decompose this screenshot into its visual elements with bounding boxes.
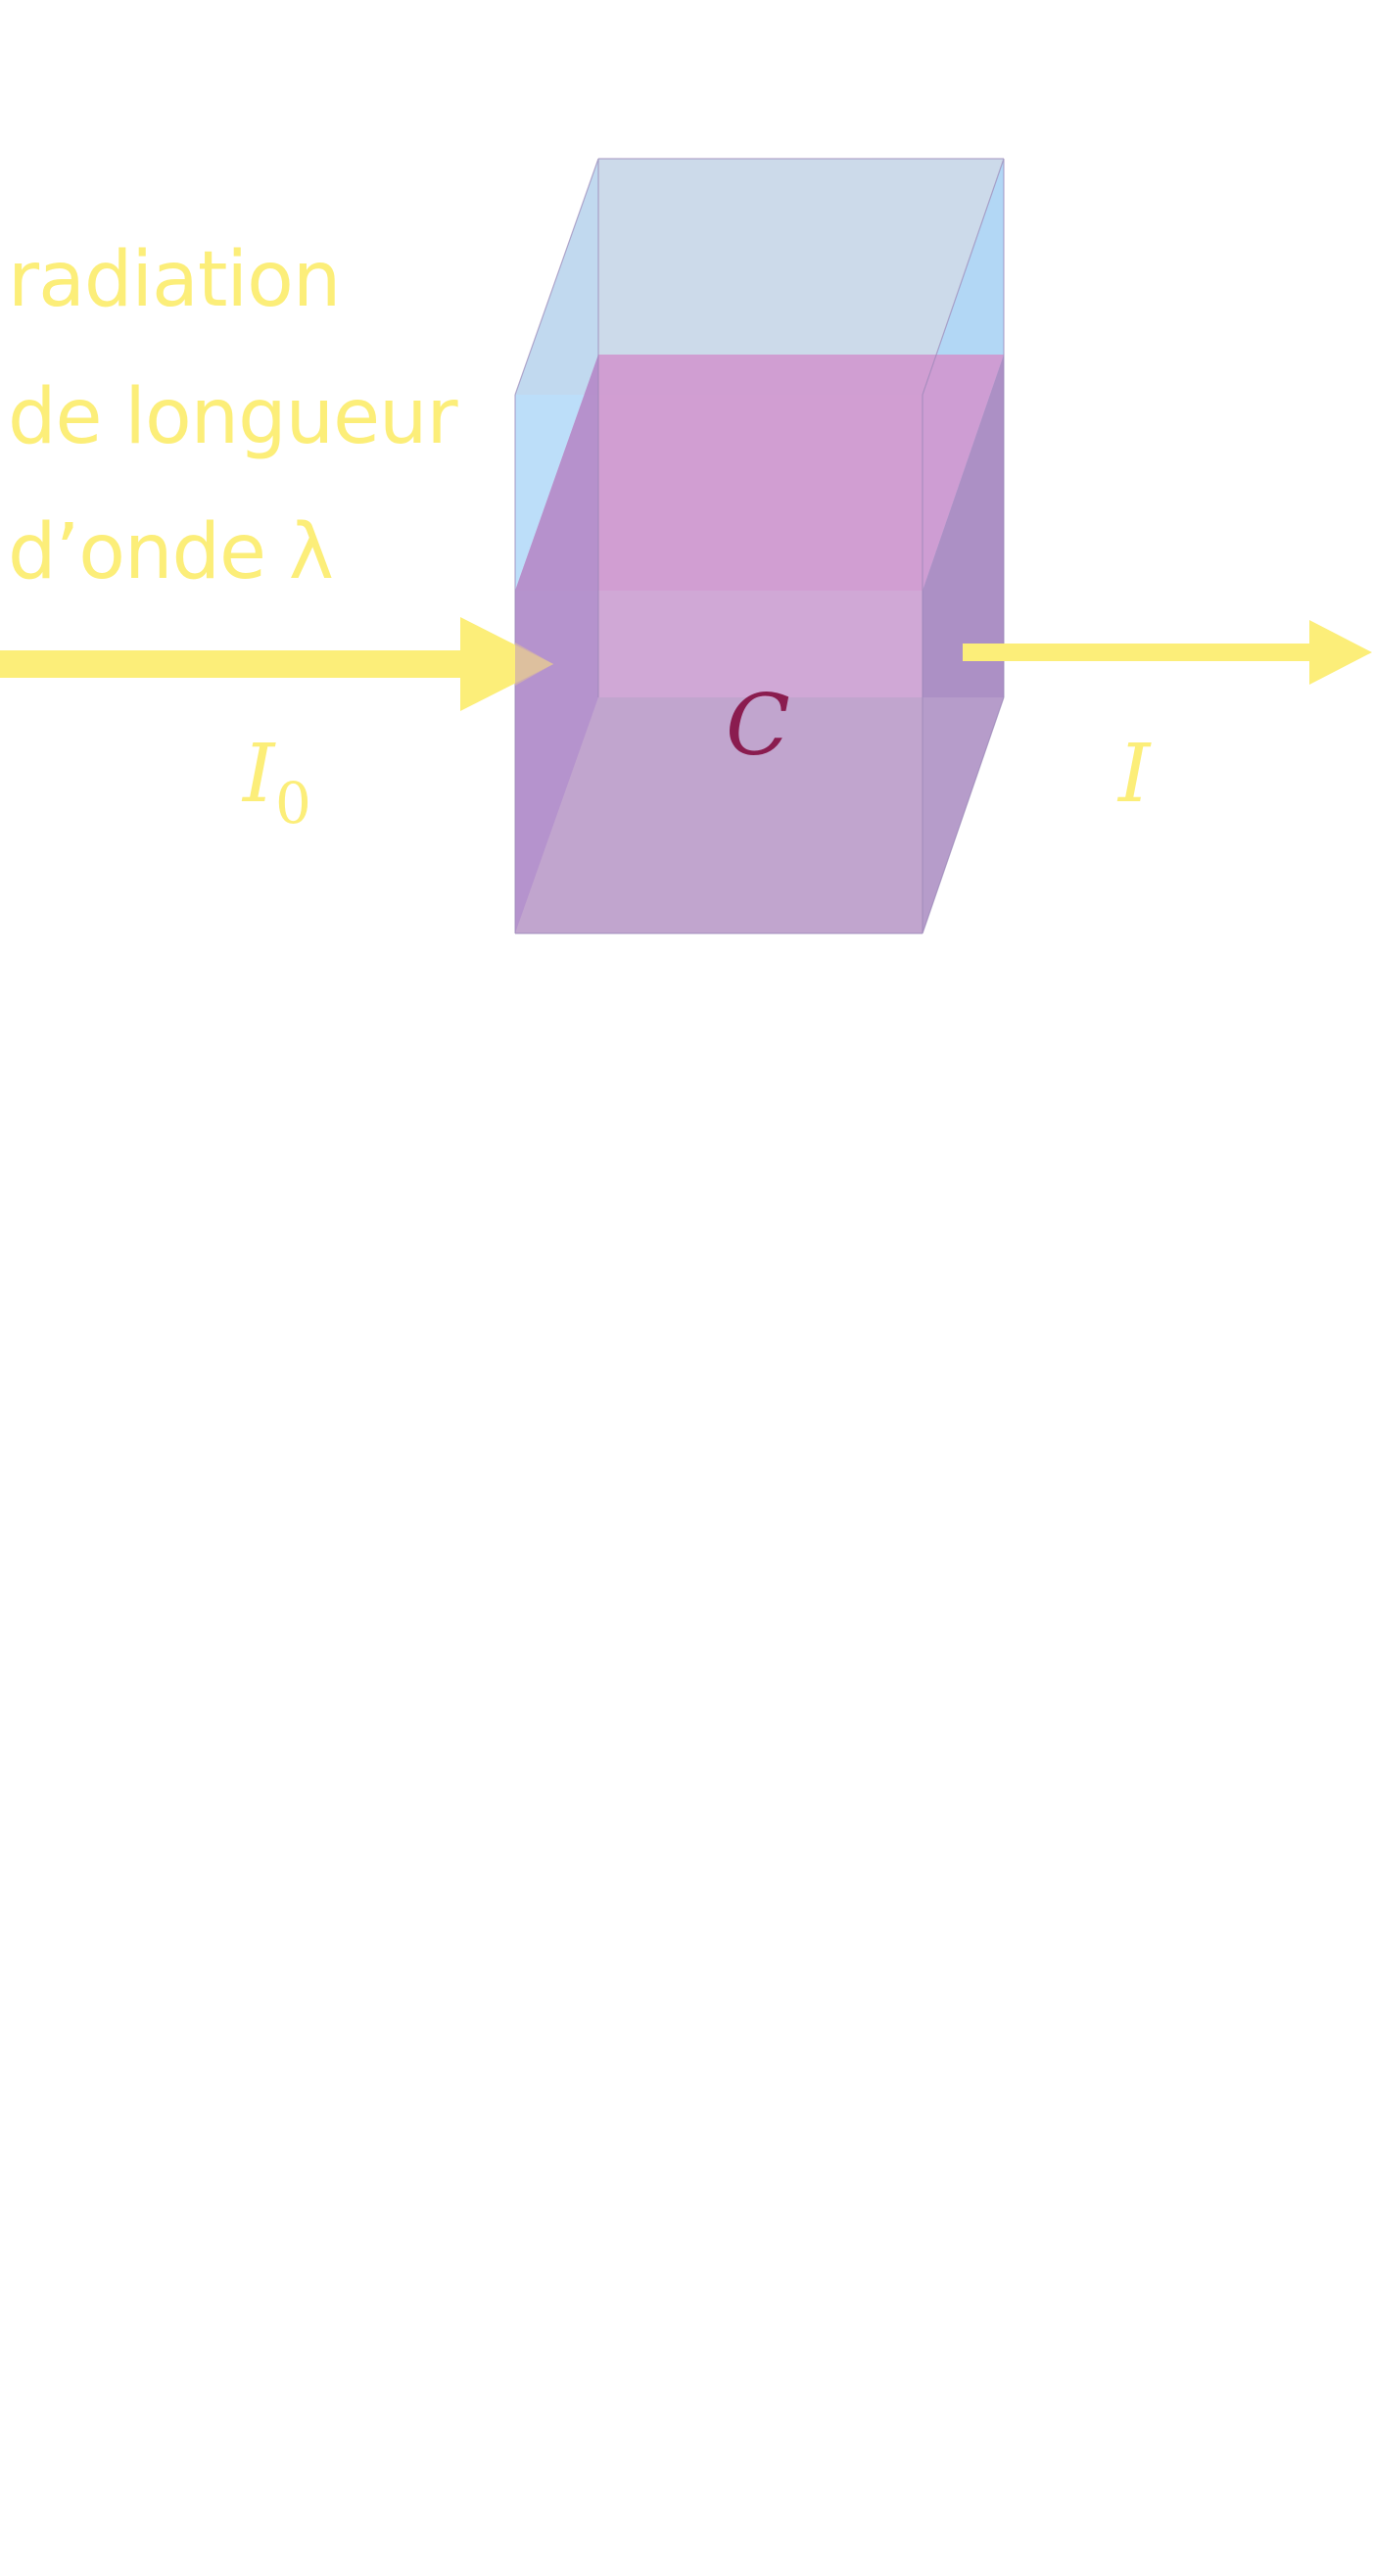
transmitted-intensity-label: I: [1116, 728, 1152, 821]
solution-back-face: [598, 355, 1004, 697]
incident-beam-head: [460, 617, 553, 711]
radiation-description: radiation de longueur d’onde λ: [8, 236, 459, 596]
incident-beam-arrow: [0, 617, 553, 711]
radiation-line-3: d’onde λ: [8, 508, 333, 596]
incident-intensity-subscript: 0: [275, 770, 311, 836]
transmitted-beam-arrow: [963, 620, 1372, 685]
cuvette-top-rim: [515, 159, 1004, 395]
concentration-label: C: [726, 677, 790, 775]
transmitted-beam-shaft: [963, 644, 1315, 661]
incident-intensity-label: I 0: [241, 728, 311, 836]
incident-beam-shaft: [0, 650, 465, 678]
solution-left-face: [515, 355, 598, 933]
cuvette: [514, 158, 1005, 934]
radiation-line-1: radiation: [8, 236, 340, 324]
transmitted-beam-head: [1309, 620, 1372, 685]
incident-beam-tip-overlap: [515, 643, 553, 686]
incident-intensity-symbol: I: [241, 728, 276, 821]
solution-bottom: [515, 697, 1004, 933]
radiation-line-2: de longueur: [8, 373, 458, 461]
